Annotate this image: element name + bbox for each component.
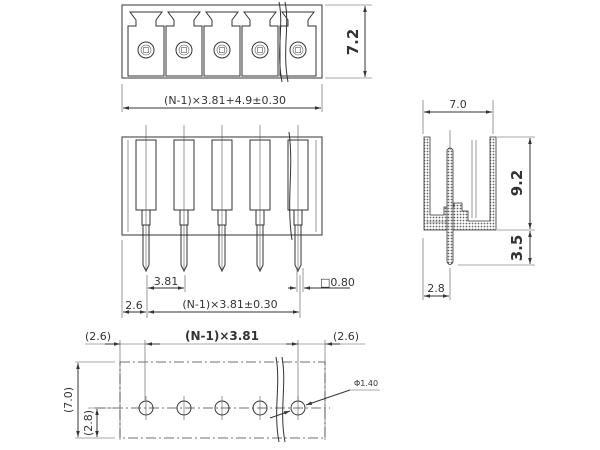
span-dim: (N-1)×3.81±0.30 <box>182 298 277 311</box>
terminal-slot <box>203 11 241 77</box>
hole-diameter-dim: Φ1.40 <box>354 379 378 388</box>
pcb-hole <box>290 396 306 420</box>
pin <box>287 125 309 273</box>
pcb-span-dim: (N-1)×3.81 <box>185 329 259 343</box>
pcb-hole <box>176 396 192 420</box>
pin-offset-dim: 2.8 <box>427 282 445 295</box>
pcb-row-offset-dim: (2.8) <box>82 410 95 436</box>
screw-icon <box>213 41 231 59</box>
terminal-slot <box>241 11 279 77</box>
pin-size-dim: □0.80 <box>320 276 355 289</box>
pin <box>211 125 233 273</box>
side-width-dim: 7.0 <box>449 98 467 111</box>
front-view: 3.81 2.6 (N-1)×3.81±0.30 □0.80 <box>121 125 355 318</box>
pcb-hole <box>214 396 230 420</box>
body-height-dim: 9.2 <box>508 170 526 197</box>
top-height-dim: 7.2 <box>344 29 362 56</box>
screw-icon <box>289 41 307 59</box>
pin <box>135 125 157 273</box>
pcb-right-edge-dim: (2.6) <box>333 330 359 343</box>
side-view: 7.0 9.2 3.5 2.8 <box>422 98 535 300</box>
pcb-depth-dim: (7.0) <box>62 387 75 413</box>
pin <box>173 125 195 273</box>
top-view: 7.2 (N-1)×3.81+4.9±0.30 <box>121 1 372 112</box>
pin <box>249 125 271 273</box>
terminal-slot <box>279 11 317 77</box>
edge-dim: 2.6 <box>125 299 143 312</box>
pcb-hole <box>138 396 154 420</box>
screw-icon <box>175 41 193 59</box>
top-width-dim: (N-1)×3.81+4.9±0.30 <box>164 94 286 107</box>
pin-length-dim: 3.5 <box>508 235 526 262</box>
terminal-slot <box>127 11 165 77</box>
pcb-layout: (2.6) (N-1)×3.81 (2.6) Φ1.40 (7.0) (2.8) <box>62 329 380 443</box>
screw-icon <box>251 41 269 59</box>
pitch-dim: 3.81 <box>154 275 179 288</box>
screw-icon <box>137 41 155 59</box>
terminal-slot <box>165 11 203 77</box>
pcb-left-edge-dim: (2.6) <box>85 330 111 343</box>
pcb-hole <box>252 396 268 420</box>
